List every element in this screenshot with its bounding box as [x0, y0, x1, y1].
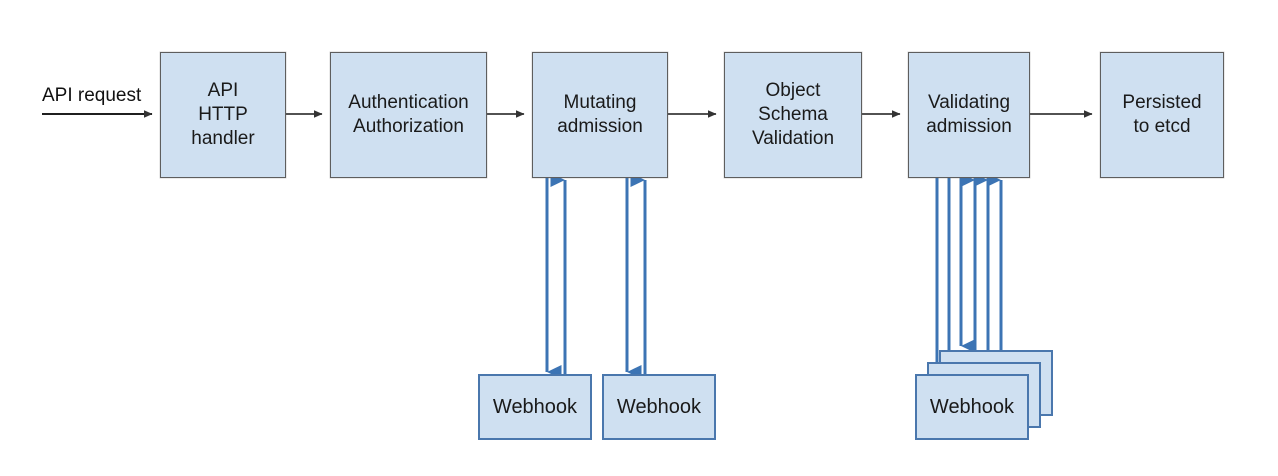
stage-box-api-http-handler[interactable]: API HTTP handler [160, 52, 286, 178]
stage-label-mutating-admission: Mutating admission [557, 91, 643, 137]
webhook-label-mutating-2: Webhook [616, 395, 702, 418]
stage-label-validating-admission: Validating admission [926, 91, 1012, 137]
stage-label-authentication-authorization: Authentication Authorization [348, 91, 469, 137]
webhook-box-mutating-2[interactable]: Webhook [602, 374, 716, 440]
webhook-box-mutating-1[interactable]: Webhook [478, 374, 592, 440]
stage-box-validating-admission[interactable]: Validating admission [908, 52, 1030, 178]
stage-box-persisted-to-etcd[interactable]: Persisted to etcd [1100, 52, 1224, 178]
stage-box-mutating-admission[interactable]: Mutating admission [532, 52, 668, 178]
stage-label-api-http-handler: API HTTP handler [191, 79, 255, 150]
stage-box-object-schema-validation[interactable]: Object Schema Validation [724, 52, 862, 178]
webhook-box-validating-front[interactable]: Webhook [915, 374, 1029, 440]
api-request-label: API request [42, 85, 142, 106]
stage-label-persisted-to-etcd: Persisted to etcd [1122, 91, 1202, 137]
stage-box-authentication-authorization[interactable]: Authentication Authorization [330, 52, 487, 178]
webhook-label-mutating-1: Webhook [492, 395, 578, 418]
webhook-label-validating-front: Webhook [929, 395, 1015, 418]
stage-label-object-schema-validation: Object Schema Validation [751, 79, 835, 150]
